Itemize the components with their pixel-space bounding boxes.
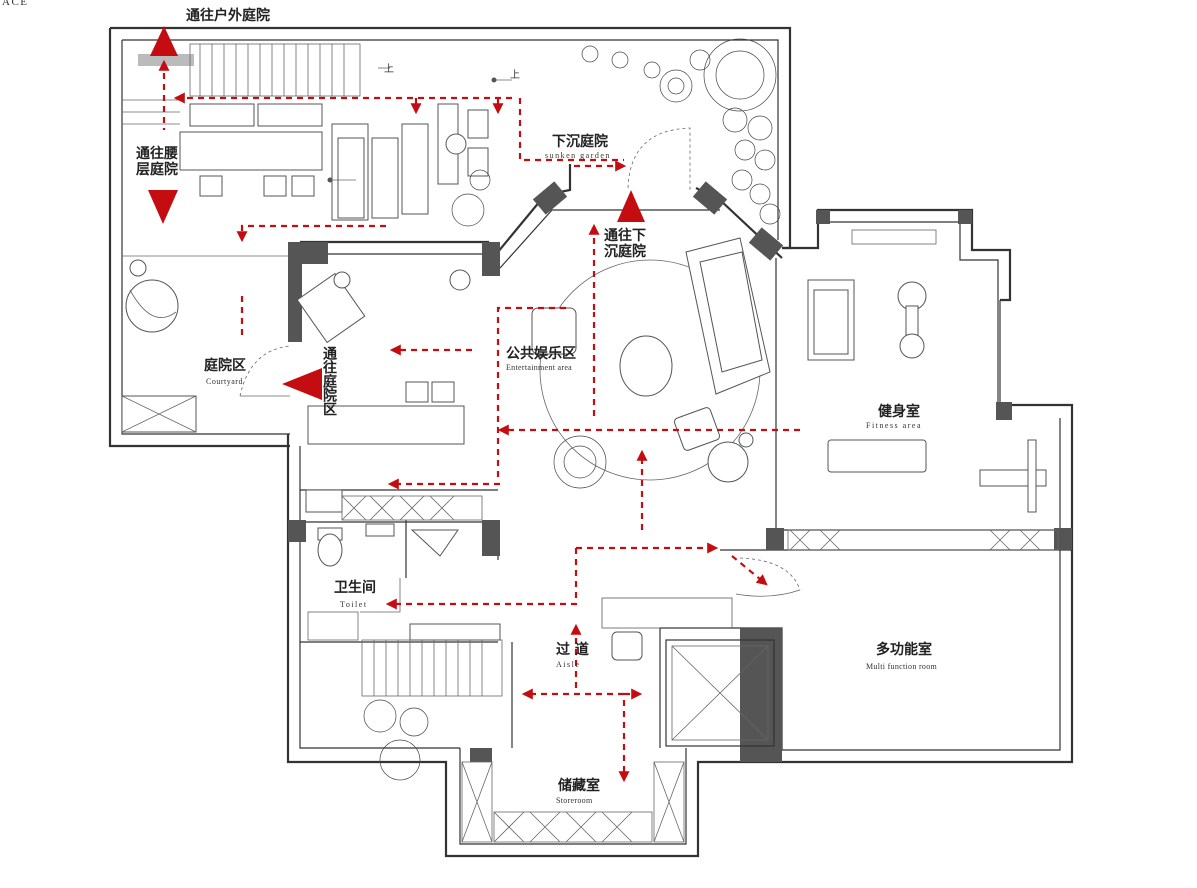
storeroom-shelves [461,761,685,843]
up-arrow-to-outdoor [150,26,178,56]
toilet-fixtures [305,489,483,641]
label-to-sunken-garden: 通往下 沉庭院 [604,228,646,261]
label-entertainment-area: 公共娱乐区 [506,346,576,362]
direction-triangles [148,26,645,400]
corner-text: ACE [2,0,29,8]
down-arrow-to-mid-courtyard [148,190,178,224]
circulation-routes [158,59,800,783]
label-courtyard-en: Courtyard [206,377,243,386]
label-aisle-en: Aisle [556,660,581,669]
label-to-mid-courtyard: 通往腰 层庭院 [136,146,178,179]
stair-upper-left [122,43,361,125]
label-entertainment-area-en: Entertainment area [506,363,573,372]
structural-columns [138,54,1072,762]
label-toilet: 卫生间 [334,580,376,596]
label-to-courtyard: 通往庭院区 [321,346,337,416]
label-aisle: 过 道 [556,642,589,658]
label-storeroom-en: Storeroom [556,796,593,805]
label-toilet-en: Toilet [340,600,368,609]
label-multi-function-room-en: Multi function room [866,662,938,671]
label-to-outdoor-courtyard: 通往户外庭院 [186,8,270,24]
label-multi-function-room: 多功能室 [876,642,932,658]
label-sunken-garden: 下沉庭院 [552,134,608,150]
left-arrow-to-courtyard [282,368,322,400]
stair-direction-marks [327,67,512,183]
elevator-shaft [665,639,775,747]
up-arrow-to-sunken [617,190,645,222]
garden-plants [363,38,781,781]
label-fitness-room: 健身室 [878,404,920,420]
stair-up-mark-2: 上 [510,70,520,81]
label-courtyard: 庭院区 [204,358,246,374]
courtyard-furniture [121,103,489,433]
label-fitness-room-en: Fitness area [866,421,922,430]
label-sunken-garden-en: sunken garden [545,151,611,160]
stair-lower-left [361,639,503,697]
label-storeroom: 储藏室 [558,778,600,794]
fitness-equipment [787,229,1059,551]
door-swings [239,127,801,613]
aisle-fixtures [409,623,643,661]
entertainment-furniture [296,237,771,483]
stair-up-mark-1: 上 [384,64,394,75]
